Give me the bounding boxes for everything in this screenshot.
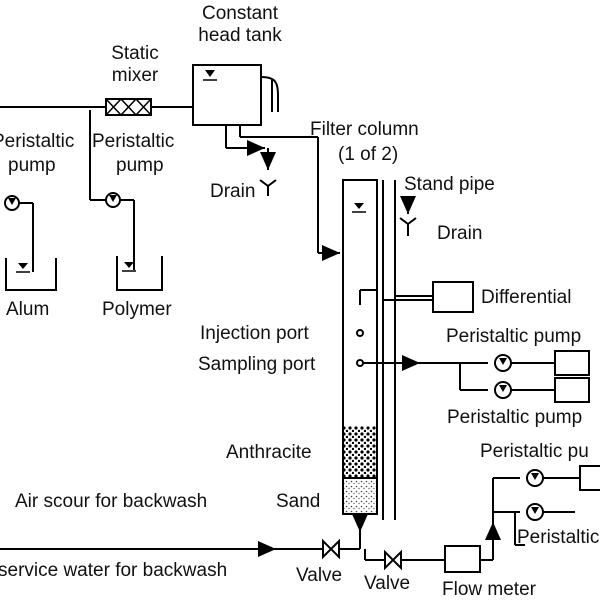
pump-box-r2 [554, 377, 590, 403]
label-service-water: service water for backwash [0, 560, 228, 581]
injection-port-hole [356, 329, 364, 337]
label-differential: Differential [481, 287, 572, 308]
label-static-mixer-1: Static [111, 43, 159, 64]
valve-1 [322, 538, 340, 560]
alum-container [5, 258, 57, 291]
flow-meter-box [444, 545, 481, 573]
label-injection-port: Injection port [200, 323, 309, 344]
sampling-port-hole [356, 359, 364, 367]
label-constant-head-tank-2: head tank [198, 25, 282, 46]
pump-box-r3 [579, 465, 600, 491]
label-drain-top: Drain [210, 181, 256, 202]
pump-box-r1 [554, 350, 590, 376]
label-valve-2: Valve [364, 573, 411, 594]
label-alum: Alum [6, 299, 50, 320]
label-peristaltic-pump-r3: Peristaltic pu [480, 441, 589, 462]
differential-transmitter [432, 281, 474, 313]
label-peristaltic-pump-mid-2: pump [116, 155, 164, 176]
label-filter-column-2: (1 of 2) [338, 144, 399, 165]
label-static-mixer-2: mixer [111, 65, 159, 86]
label-flow-meter: Flow meter [442, 579, 536, 600]
polymer-container [116, 256, 163, 291]
label-peristaltic-pump-left-2: pump [8, 155, 56, 176]
label-constant-head-tank-1: Constant [201, 3, 279, 24]
valve-2 [384, 549, 402, 571]
label-peristaltic-pump-mid-1: Peristaltic [92, 131, 175, 152]
label-polymer: Polymer [102, 299, 172, 320]
anthracite-layer [344, 426, 376, 478]
label-air-scour: Air scour for backwash [15, 491, 208, 512]
label-stand-pipe: Stand pipe [404, 174, 495, 195]
label-sampling-port: Sampling port [198, 354, 316, 375]
label-peristaltic-pump-left-1: Peristaltic [0, 131, 75, 152]
constant-head-tank [192, 64, 262, 126]
label-peristaltic-pump-r2: Peristaltic pump [447, 407, 583, 428]
sand-layer [344, 478, 376, 513]
label-filter-column-1: Filter column [310, 119, 419, 140]
label-peristaltic-pump-r4: Peristaltic [517, 527, 600, 548]
label-sand: Sand [276, 491, 321, 512]
label-valve-1: Valve [296, 565, 343, 586]
label-drain-right: Drain [437, 223, 483, 244]
label-peristaltic-pump-r1: Peristaltic pump [446, 326, 582, 347]
label-anthracite: Anthracite [226, 442, 312, 463]
